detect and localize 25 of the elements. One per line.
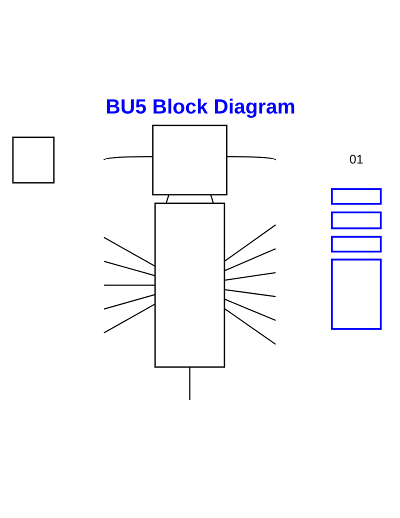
node-box xyxy=(12,136,55,184)
connector xyxy=(224,224,276,262)
connector xyxy=(166,194,170,204)
connector xyxy=(104,156,153,161)
connector xyxy=(104,236,155,266)
node-box xyxy=(331,211,382,230)
connector xyxy=(224,248,276,272)
label: 01 xyxy=(349,152,364,166)
connector xyxy=(224,308,276,345)
node-box xyxy=(152,124,228,196)
connector xyxy=(226,156,276,161)
node-box xyxy=(154,202,226,368)
connector xyxy=(104,284,155,286)
node-box xyxy=(331,258,382,330)
node-box xyxy=(331,188,382,205)
connector xyxy=(224,289,276,298)
connector xyxy=(189,367,190,400)
node-box xyxy=(331,236,382,253)
connector xyxy=(104,294,155,310)
connector xyxy=(224,272,276,281)
connector xyxy=(224,298,276,321)
connector xyxy=(210,194,214,204)
connector xyxy=(104,304,155,334)
diagram-title: BU5 Block Diagram xyxy=(106,95,296,118)
connector xyxy=(104,260,155,276)
